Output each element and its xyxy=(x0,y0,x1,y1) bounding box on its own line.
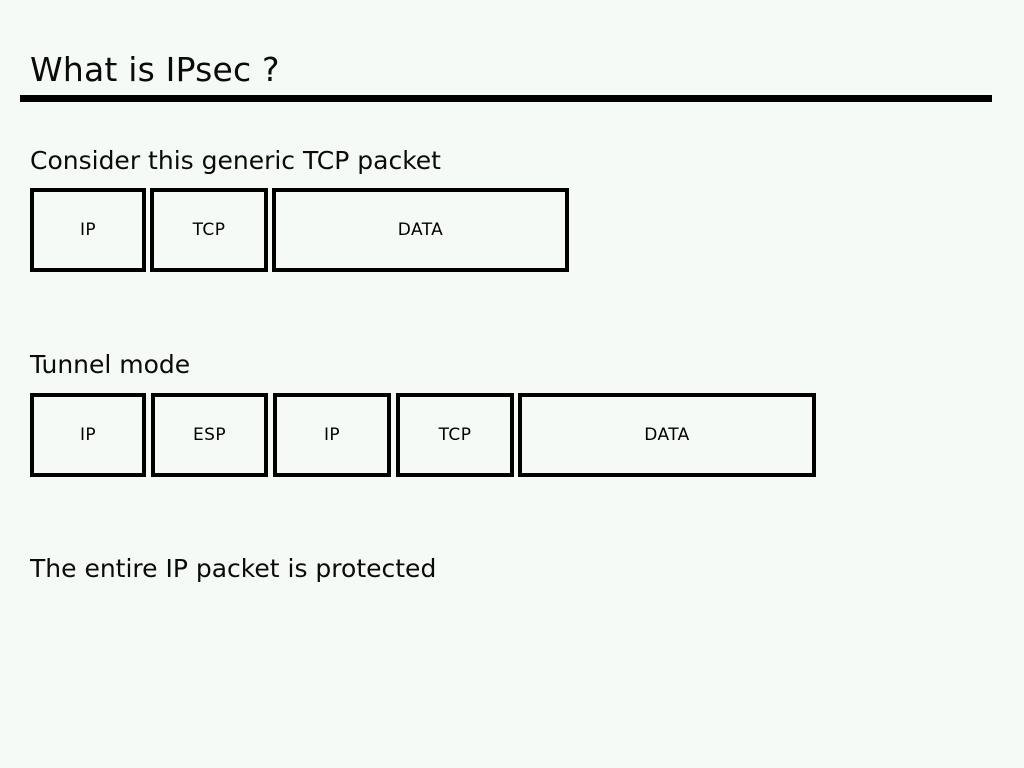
packet-field-data: DATA xyxy=(272,188,569,272)
packet-field-data: DATA xyxy=(518,393,816,477)
packet-field-label: TCP xyxy=(192,220,226,240)
packet-field-tcp: TCP xyxy=(150,188,268,272)
caption-tunnel-mode: Tunnel mode xyxy=(30,350,191,379)
packet-field-inner-ip: IP xyxy=(273,393,391,477)
page-title: What is IPsec ? xyxy=(30,50,280,89)
packet-field-label: ESP xyxy=(193,425,226,445)
packet-field-ip: IP xyxy=(30,188,146,272)
packet-field-label: IP xyxy=(323,425,341,445)
packet-field-outer-ip: IP xyxy=(30,393,146,477)
caption-generic-tcp-packet: Consider this generic TCP packet xyxy=(30,146,441,175)
packet-field-label: DATA xyxy=(397,220,444,240)
footer-note: The entire IP packet is protected xyxy=(30,554,437,583)
packet-field-label: DATA xyxy=(644,425,690,445)
packet-field-label: TCP xyxy=(438,425,472,445)
packet-field-esp: ESP xyxy=(151,393,268,477)
packet-field-label: IP xyxy=(79,425,97,445)
packet-field-label: IP xyxy=(79,220,97,240)
packet-field-tcp: TCP xyxy=(396,393,514,477)
title-divider xyxy=(20,95,992,102)
